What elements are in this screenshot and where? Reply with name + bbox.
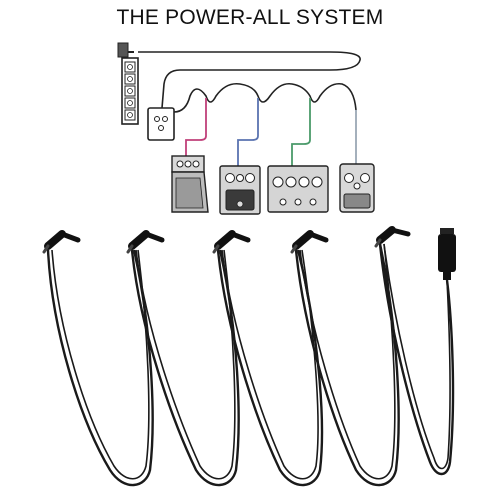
right-angle-plug-2 [126, 230, 165, 254]
right-angle-plug-4 [290, 230, 329, 254]
pedal-phaser [219, 165, 261, 215]
lead-pink [185, 98, 207, 158]
pedal-overdrive [339, 163, 375, 213]
power-supply [147, 107, 175, 141]
daisy-chain-cable [42, 226, 456, 487]
diagram-title: THE POWER-ALL SYSTEM [116, 6, 384, 29]
right-angle-plug-3 [212, 230, 251, 254]
pedal-eq [267, 165, 329, 213]
lead-green [291, 98, 311, 166]
mains-cable [138, 51, 361, 109]
power-strip-sockets [124, 61, 136, 121]
straight-plug [438, 228, 456, 280]
right-angle-plug-5 [374, 226, 411, 248]
lead-blue [237, 98, 259, 166]
power-strip [117, 42, 139, 125]
right-angle-plug-1 [42, 230, 81, 254]
daisy-chain-top [173, 82, 357, 113]
pedal-wah [171, 155, 209, 213]
